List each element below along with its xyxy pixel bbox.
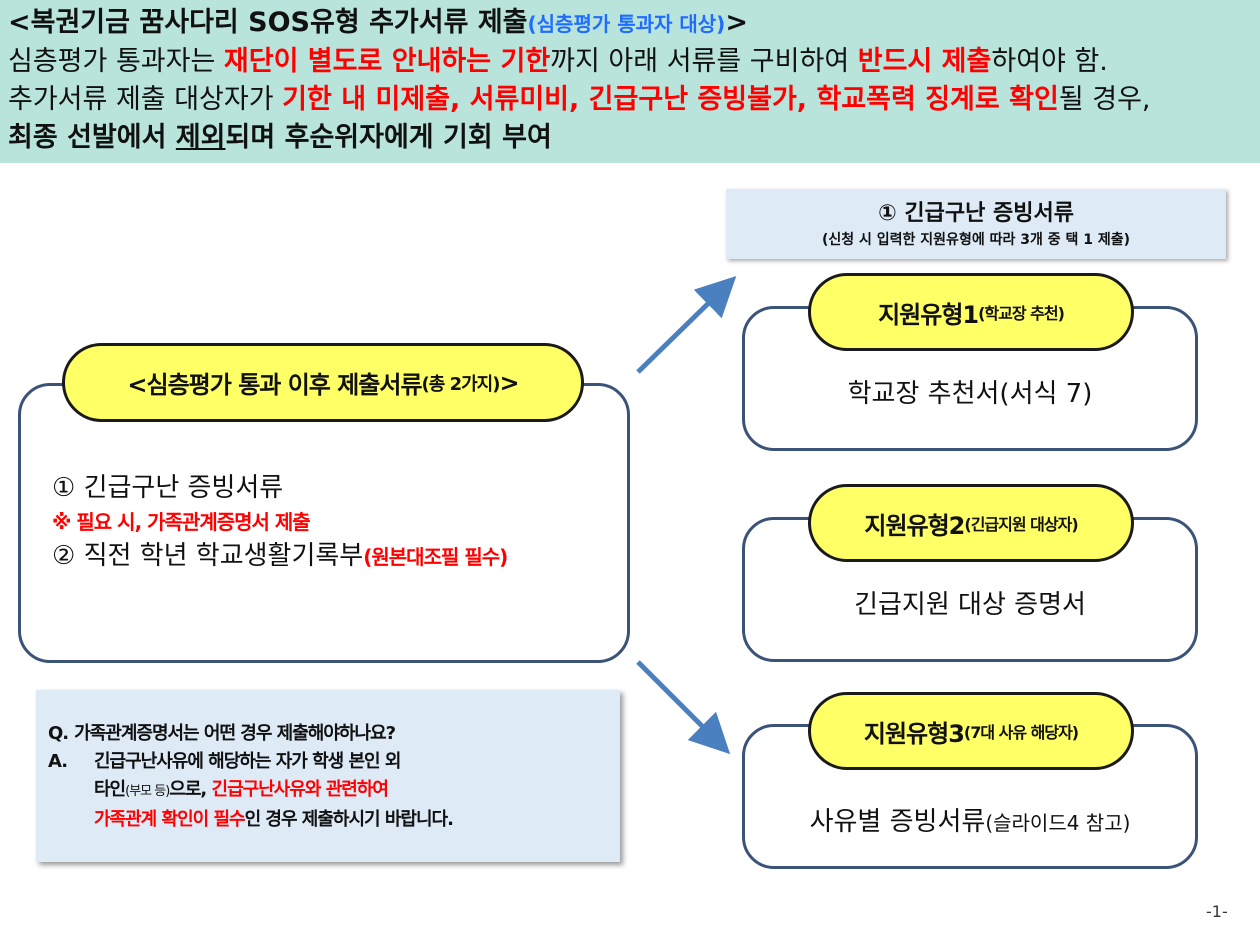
- faq-question: Q.가족관계증명서는 어떤 경우 제출해야하나요?: [48, 723, 396, 744]
- emergency-proof-info: ① 긴급구난 증빙서류 (신청 시 입력한 지원유형에 따라 3개 중 택 1 …: [726, 189, 1226, 259]
- support-type-2-text: 긴급지원 대상 증명서: [854, 590, 1086, 620]
- support-type-1-pill: 지원유형1(학교장 추천): [808, 273, 1134, 351]
- header-line-2: 심층평가 통과자는 재단이 별도로 안내하는 기한까지 아래 서류를 구비하여 …: [8, 46, 1108, 77]
- support-type-1-text: 학교장 추천서(서식 7): [847, 379, 1093, 409]
- document-item-1: ① 긴급구난 증빙서류: [52, 473, 284, 503]
- submission-documents-pill: <심층평가 통과 이후 제출서류(총 2가지)>: [62, 343, 584, 422]
- header-banner: <복권기금 꿈사다리 SOS유형 추가서류 제출(심층평가 통과자 대상)> 심…: [0, 0, 1260, 163]
- support-type-3-pill: 지원유형3(7대 사유 해당자): [808, 692, 1134, 770]
- faq-answer-line-1: A.긴급구난사유에 해당하는 자가 학생 본인 외: [48, 751, 401, 772]
- header-line-3: 추가서류 제출 대상자가 기한 내 미제출, 서류미비, 긴급구난 증빙불가, …: [8, 84, 1151, 115]
- support-type-3-text: 사유별 증빙서류(슬라이드4 참고): [809, 807, 1131, 837]
- header-line-4: 최종 선발에서 제외되며 후순위자에게 기회 부여: [8, 122, 552, 153]
- support-type-2-pill: 지원유형2(긴급지원 대상자): [808, 484, 1134, 562]
- page-number: -1-: [1206, 902, 1228, 921]
- submission-documents-list: ① 긴급구난 증빙서류 ※ 필요 시, 가족관계증명서 제출 ② 직전 학년 학…: [52, 470, 508, 575]
- emergency-proof-subtitle: (신청 시 입력한 지원유형에 따라 3개 중 택 1 제출): [822, 232, 1130, 248]
- arrow-up-right: [636, 276, 737, 374]
- arrow-down-right: [636, 660, 731, 755]
- submission-documents-box: [18, 383, 630, 663]
- faq-box: Q.가족관계증명서는 어떤 경우 제출해야하나요? A.긴급구난사유에 해당하는…: [36, 690, 620, 862]
- emergency-proof-title: ① 긴급구난 증빙서류: [878, 201, 1074, 226]
- family-certificate-note: ※ 필요 시, 가족관계증명서 제출: [52, 510, 311, 534]
- faq-answer-line-2: 타인(부모 등)으로, 긴급구난사유와 관련하여: [94, 779, 389, 800]
- faq-answer-line-3: 가족관계 확인이 필수인 경우 제출하시기 바랍니다.: [94, 809, 454, 830]
- header-title: <복권기금 꿈사다리 SOS유형 추가서류 제출(심층평가 통과자 대상)>: [8, 7, 748, 38]
- document-item-2: ② 직전 학년 학교생활기록부(원본대조필 필수): [52, 541, 508, 571]
